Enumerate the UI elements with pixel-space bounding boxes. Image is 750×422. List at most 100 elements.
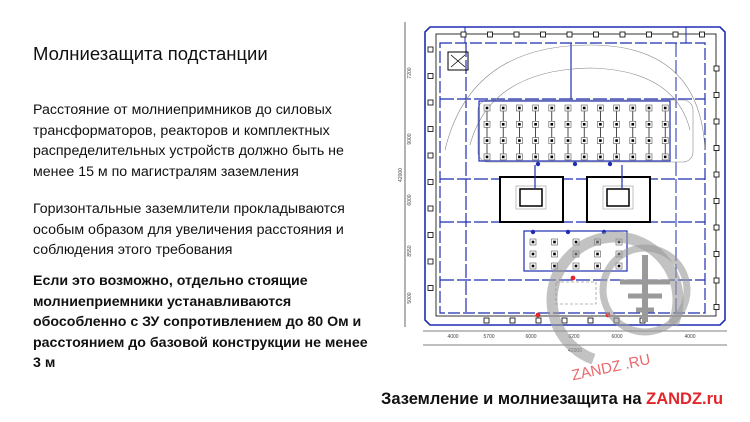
perimeter-rod bbox=[713, 198, 720, 204]
perimeter-rod bbox=[427, 179, 434, 185]
ground-rod-core bbox=[485, 106, 489, 110]
ground-rod-core bbox=[582, 106, 586, 110]
text-line: распределительных устройств должно быть … bbox=[33, 143, 344, 159]
ground-rod-core bbox=[531, 240, 535, 244]
ground-rod-core bbox=[566, 106, 570, 110]
perimeter-rod bbox=[427, 258, 434, 265]
row-dimension-label: 6000 bbox=[407, 194, 413, 205]
switchgear-loop bbox=[478, 100, 671, 162]
lightning-mast-tower bbox=[447, 51, 469, 71]
ground-rod-core bbox=[615, 123, 618, 126]
column-dimension-label: 6200 bbox=[568, 334, 579, 340]
column-dimension-label: 4000 bbox=[684, 334, 695, 340]
ground-rod-core bbox=[617, 264, 621, 268]
lightning-rod-point bbox=[570, 275, 576, 281]
row-dimension-label: 9000 bbox=[407, 133, 413, 144]
transformer-pad bbox=[602, 185, 634, 210]
transformer-2 bbox=[586, 176, 651, 223]
ground-rod-core bbox=[663, 106, 667, 110]
ground-rod-core bbox=[647, 106, 651, 110]
ground-rod-core bbox=[518, 139, 521, 142]
ground-rod-core bbox=[599, 155, 602, 159]
ground-rod-core bbox=[501, 123, 505, 126]
text-line: соблюдения этого требования bbox=[33, 242, 233, 258]
row-dimension-label: 5000 bbox=[407, 292, 413, 303]
transformer-core bbox=[606, 188, 630, 207]
ground-rod-core bbox=[566, 123, 570, 126]
perimeter-rod bbox=[509, 317, 516, 324]
perimeter-rod bbox=[566, 31, 573, 38]
perimeter-rod bbox=[427, 46, 434, 53]
perimeter-rod bbox=[427, 232, 434, 238]
column-dimension-label: 6000 bbox=[525, 334, 536, 340]
column-dimension-label: 5700 bbox=[483, 334, 494, 340]
paragraph-separate-rods: Если это возможно, отдельно стоящие молн… bbox=[33, 271, 368, 374]
text-line: Горизонтальные заземлители прокладываютс… bbox=[33, 201, 345, 217]
text-line: расстоянием до базовой конструкции не ме… bbox=[33, 334, 368, 351]
ground-rod-core bbox=[550, 139, 554, 142]
ground-rod-core bbox=[566, 139, 570, 142]
footer-caption: Заземление и молниезащита на ZANDZ.ru bbox=[381, 390, 723, 409]
ground-rod-core bbox=[631, 155, 635, 159]
perimeter-rod bbox=[713, 277, 720, 284]
perimeter-rod bbox=[535, 317, 542, 324]
perimeter-rod bbox=[587, 317, 594, 324]
ground-rod-core bbox=[550, 106, 554, 110]
perimeter-rod bbox=[713, 224, 720, 231]
ground-rod-core bbox=[663, 139, 667, 142]
ground-rod-core bbox=[615, 155, 618, 159]
text-line: Если это возможно, отдельно стоящие bbox=[33, 273, 308, 289]
ground-rod-core bbox=[574, 264, 578, 268]
perimeter-rod bbox=[427, 99, 434, 106]
ground-rod-core bbox=[599, 123, 602, 126]
column-dimension-label: 6000 bbox=[611, 334, 622, 340]
ground-rod-core bbox=[553, 252, 556, 256]
footer-brand-link[interactable]: ZANDZ.ru bbox=[646, 390, 724, 408]
ground-rod-core bbox=[582, 155, 586, 159]
ground-rod-core bbox=[615, 106, 618, 110]
text-line: обособленно с ЗУ сопротивлением до 80 Ом… bbox=[33, 314, 362, 330]
perimeter-rod bbox=[713, 145, 720, 151]
text-line: 3 м bbox=[33, 355, 56, 371]
watermark-ring bbox=[546, 231, 684, 369]
text-line: менее 15 м по магистралям заземления bbox=[33, 163, 299, 180]
ground-rod-core bbox=[599, 106, 602, 110]
ground-rod-core bbox=[596, 252, 599, 256]
ground-rod-core bbox=[531, 264, 535, 268]
ground-rod-core bbox=[582, 139, 586, 142]
road-curve bbox=[444, 44, 706, 151]
perimeter-rod bbox=[487, 31, 493, 38]
connection-point bbox=[572, 161, 578, 167]
perimeter-rod bbox=[713, 304, 720, 310]
perimeter-rod bbox=[483, 317, 490, 324]
ground-rod-core bbox=[550, 155, 554, 159]
ground-rod-core bbox=[501, 106, 505, 110]
overall-height-label: 42000 bbox=[398, 168, 404, 182]
perimeter-rod bbox=[593, 31, 599, 38]
paragraph-horizontal-electrodes: Горизонтальные заземлители прокладываютс… bbox=[33, 199, 345, 261]
ground-rod-core bbox=[534, 106, 537, 110]
lightning-rod-point bbox=[535, 312, 541, 318]
paragraph-distance: Расстояние от молниепримников до силовых… bbox=[33, 100, 344, 182]
ground-rod-core bbox=[518, 123, 521, 126]
building bbox=[555, 281, 597, 305]
text-line: особым образом для увеличения расстояния… bbox=[33, 221, 344, 238]
inner-ground-loop bbox=[439, 42, 706, 314]
transformer-core bbox=[519, 188, 543, 207]
transformer-pad bbox=[515, 185, 547, 210]
perimeter-rod bbox=[713, 118, 720, 125]
perimeter-rod bbox=[427, 73, 434, 79]
ground-rod-core bbox=[566, 155, 570, 159]
perimeter-rod bbox=[427, 205, 434, 212]
grid-line bbox=[450, 54, 466, 68]
switchgear-area bbox=[477, 99, 694, 163]
row-dimension-label: 7200 bbox=[407, 67, 413, 78]
perimeter-rod bbox=[427, 285, 434, 291]
perimeter-rod bbox=[540, 31, 546, 38]
outer-ground-loop bbox=[424, 26, 726, 326]
perimeter-rod bbox=[699, 31, 705, 38]
ground-rod-core bbox=[631, 106, 635, 110]
ground-rod-core bbox=[485, 155, 489, 159]
perimeter-rod bbox=[427, 126, 434, 132]
